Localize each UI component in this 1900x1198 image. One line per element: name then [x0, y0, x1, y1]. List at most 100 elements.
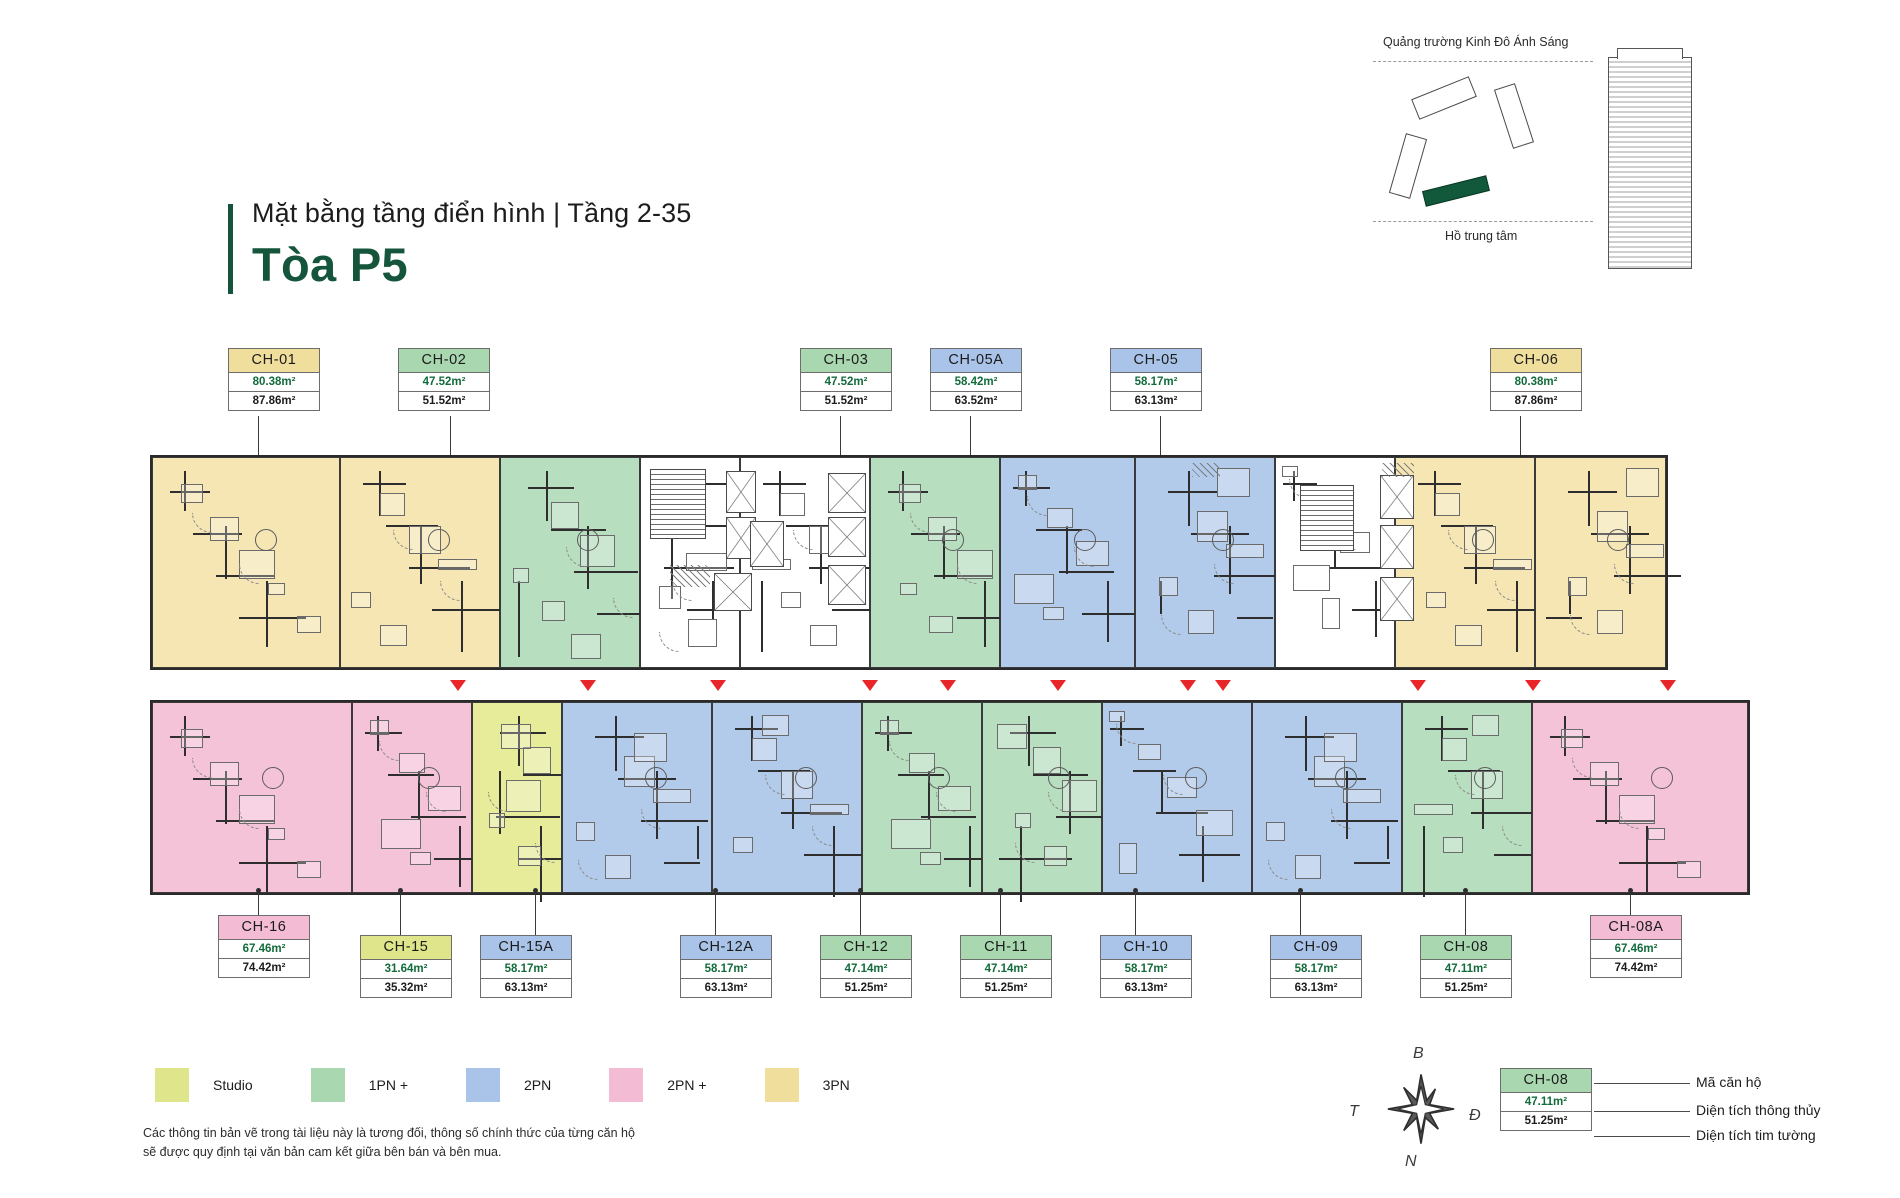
furniture-block	[1018, 475, 1037, 490]
interior-wall	[1568, 491, 1617, 494]
legend-swatch	[310, 1068, 345, 1102]
apartment-code: CH-09	[1271, 936, 1361, 960]
furniture-block	[181, 484, 203, 503]
furniture-block	[381, 819, 421, 849]
furniture-block	[1426, 592, 1446, 608]
interior-wall	[432, 609, 502, 612]
label-leader-line	[1000, 890, 1002, 935]
orientation-marker	[710, 680, 726, 691]
interior-wall	[377, 716, 380, 751]
interior-wall	[1331, 820, 1398, 823]
upper-wing-unit[interactable]	[1135, 457, 1275, 668]
interior-wall	[671, 526, 674, 599]
upper-wing-unit[interactable]	[500, 457, 640, 668]
furniture-block	[268, 583, 285, 595]
lower-wing-unit[interactable]	[712, 702, 862, 893]
apartment-net-area: 80.38m²	[1491, 373, 1581, 392]
apartment-code: CH-08	[1421, 936, 1511, 960]
furniture-block	[1159, 577, 1178, 596]
label-leader-line	[1135, 890, 1137, 935]
sitemap-building-3	[1388, 133, 1428, 199]
tower-elevation-icon	[1608, 48, 1692, 269]
interior-wall	[1133, 770, 1176, 773]
interior-wall	[365, 732, 402, 735]
apartment-net-area: 47.11m²	[1421, 960, 1511, 979]
legend-label: 3PN	[822, 1077, 850, 1093]
apartment-code: CH-12A	[681, 936, 771, 960]
elevator	[1380, 525, 1414, 569]
interior-wall	[420, 526, 423, 584]
elevator	[714, 573, 752, 611]
furniture-block	[489, 813, 505, 828]
furniture-block	[1455, 625, 1482, 646]
interior-wall	[1161, 771, 1164, 814]
interior-wall	[1605, 771, 1608, 824]
furniture-block	[1493, 559, 1532, 570]
furniture-block	[1119, 843, 1137, 874]
furniture-block	[653, 789, 691, 803]
furniture-block	[297, 616, 321, 633]
key-sample-code: CH-08	[1501, 1069, 1591, 1093]
furniture-block	[1597, 610, 1623, 634]
label-leader-dot	[1133, 888, 1138, 893]
label-leader-line	[1520, 416, 1522, 460]
interior-wall	[1214, 575, 1281, 578]
interior-wall	[546, 471, 549, 521]
disclaimer-line-2: sẽ được quy định tại văn bản cam kết giữ…	[143, 1145, 502, 1160]
interior-wall	[911, 533, 960, 536]
orientation-marker	[1180, 680, 1196, 691]
interior-wall	[225, 526, 228, 579]
furniture-block	[1443, 837, 1463, 853]
interior-wall	[832, 609, 902, 612]
apartment-gross-area: 51.25m²	[984, 982, 1028, 994]
interior-wall	[496, 816, 560, 819]
furniture-block	[380, 625, 407, 646]
interior-wall	[687, 609, 726, 612]
interior-wall	[921, 816, 976, 819]
furniture-block	[891, 819, 931, 849]
orientation-marker	[862, 680, 878, 691]
interior-wall	[969, 826, 972, 887]
legend-swatch	[609, 1068, 644, 1102]
apartment-net-area: 47.14m²	[821, 960, 911, 979]
elevator	[828, 473, 866, 513]
furniture-block	[1044, 846, 1067, 866]
interior-wall	[266, 826, 269, 892]
round-table-symbol	[1212, 529, 1234, 551]
floor-plan-drawing	[150, 455, 1750, 902]
legend-label: Studio	[213, 1077, 253, 1093]
legend-label: 1PN +	[368, 1077, 409, 1093]
apartment-code: CH-16	[219, 916, 309, 940]
upper-wing-unit[interactable]	[1395, 457, 1535, 668]
lower-wing-unit[interactable]	[1402, 702, 1532, 893]
furniture-block	[780, 493, 805, 516]
apartment-code: CH-05	[1111, 349, 1201, 373]
lower-wing-unit[interactable]	[1532, 702, 1748, 893]
interior-wall	[1082, 613, 1146, 616]
apartment-gross-area: 87.86m²	[1514, 395, 1558, 407]
furniture-block	[1414, 804, 1453, 815]
interior-wall	[239, 862, 306, 865]
interior-wall	[1056, 816, 1120, 819]
interior-wall	[551, 529, 606, 532]
round-table-symbol	[645, 767, 667, 789]
furniture-block	[1138, 744, 1161, 760]
floor-plan-upper-wing	[150, 455, 1668, 670]
key-leader-1	[1594, 1083, 1690, 1085]
